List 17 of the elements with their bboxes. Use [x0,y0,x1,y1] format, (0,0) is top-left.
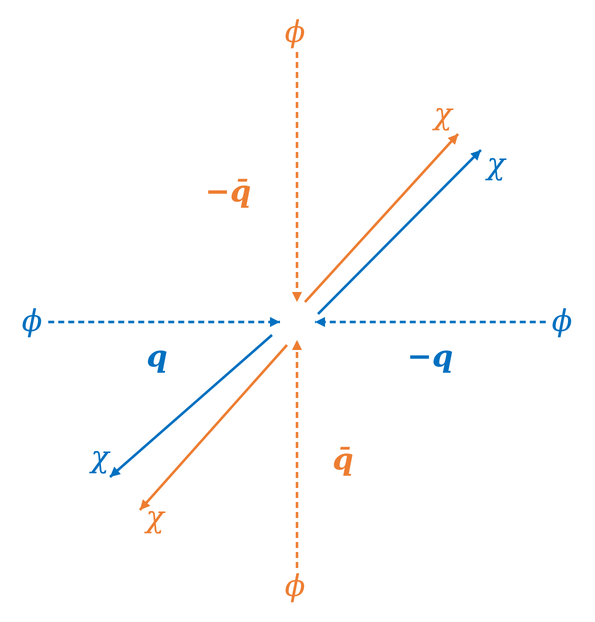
symbol-label: ϕ [278,568,312,606]
dashed-arrow [315,317,546,327]
symbol-label: χ [428,96,458,134]
arrow [138,344,288,511]
edge-label: q̄ [332,444,354,476]
symbol-label: ϕ [546,303,578,341]
symbol-label: ϕ [278,14,312,52]
arrow [317,149,482,315]
dashed-arrow [292,52,302,302]
symbol-label: χ [140,499,170,537]
symbol-label: χ [480,146,512,184]
symbol-label: χ [84,439,116,477]
dashed-arrow [48,317,280,327]
arrow [109,334,273,478]
arrow [304,133,460,303]
symbol-label: ϕ [16,303,48,341]
dashed-arrow [292,340,302,568]
